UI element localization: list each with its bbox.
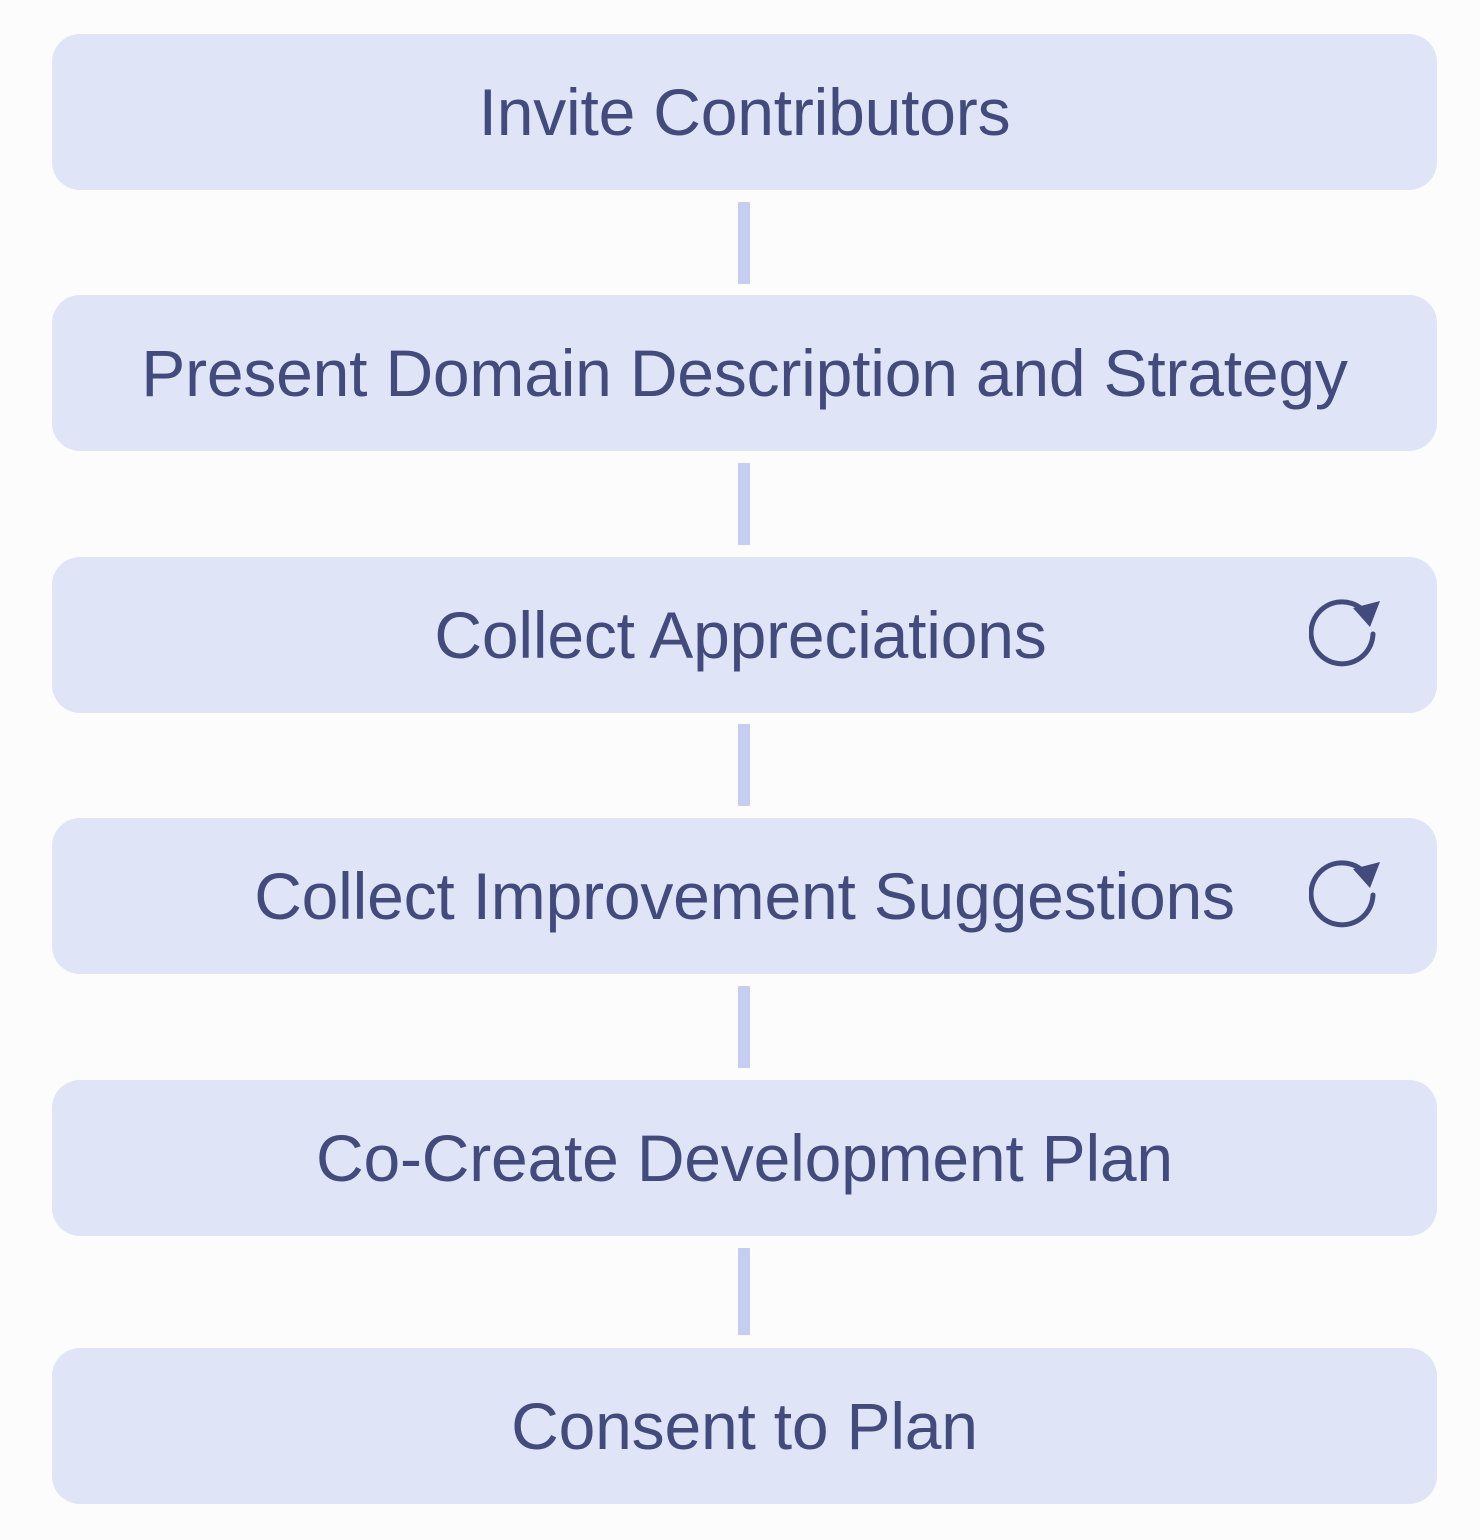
connector-line (738, 986, 750, 1068)
step-label: Present Domain Description and Strategy (141, 336, 1348, 410)
connector-line (738, 202, 750, 284)
refresh-icon (1309, 599, 1380, 667)
step-label: Collect Appreciations (434, 598, 1047, 672)
step-consent-to-plan: Consent to Plan (52, 1348, 1437, 1504)
step-co-create-development-plan: Co-Create Development Plan (52, 1080, 1437, 1236)
step-collect-improvement-suggestions: Collect Improvement Suggestions (52, 818, 1437, 974)
step-collect-appreciations: Collect Appreciations (52, 557, 1437, 713)
connector-line (738, 463, 750, 545)
connector-line (738, 724, 750, 806)
connector-line (738, 1248, 750, 1335)
step-label: Invite Contributors (478, 75, 1011, 149)
refresh-icon (1309, 860, 1380, 928)
step-present-domain-description: Present Domain Description and Strategy (52, 295, 1437, 451)
step-label: Consent to Plan (511, 1389, 978, 1463)
step-label: Co-Create Development Plan (316, 1121, 1173, 1195)
step-invite-contributors: Invite Contributors (52, 34, 1437, 190)
step-label: Collect Improvement Suggestions (254, 859, 1235, 933)
